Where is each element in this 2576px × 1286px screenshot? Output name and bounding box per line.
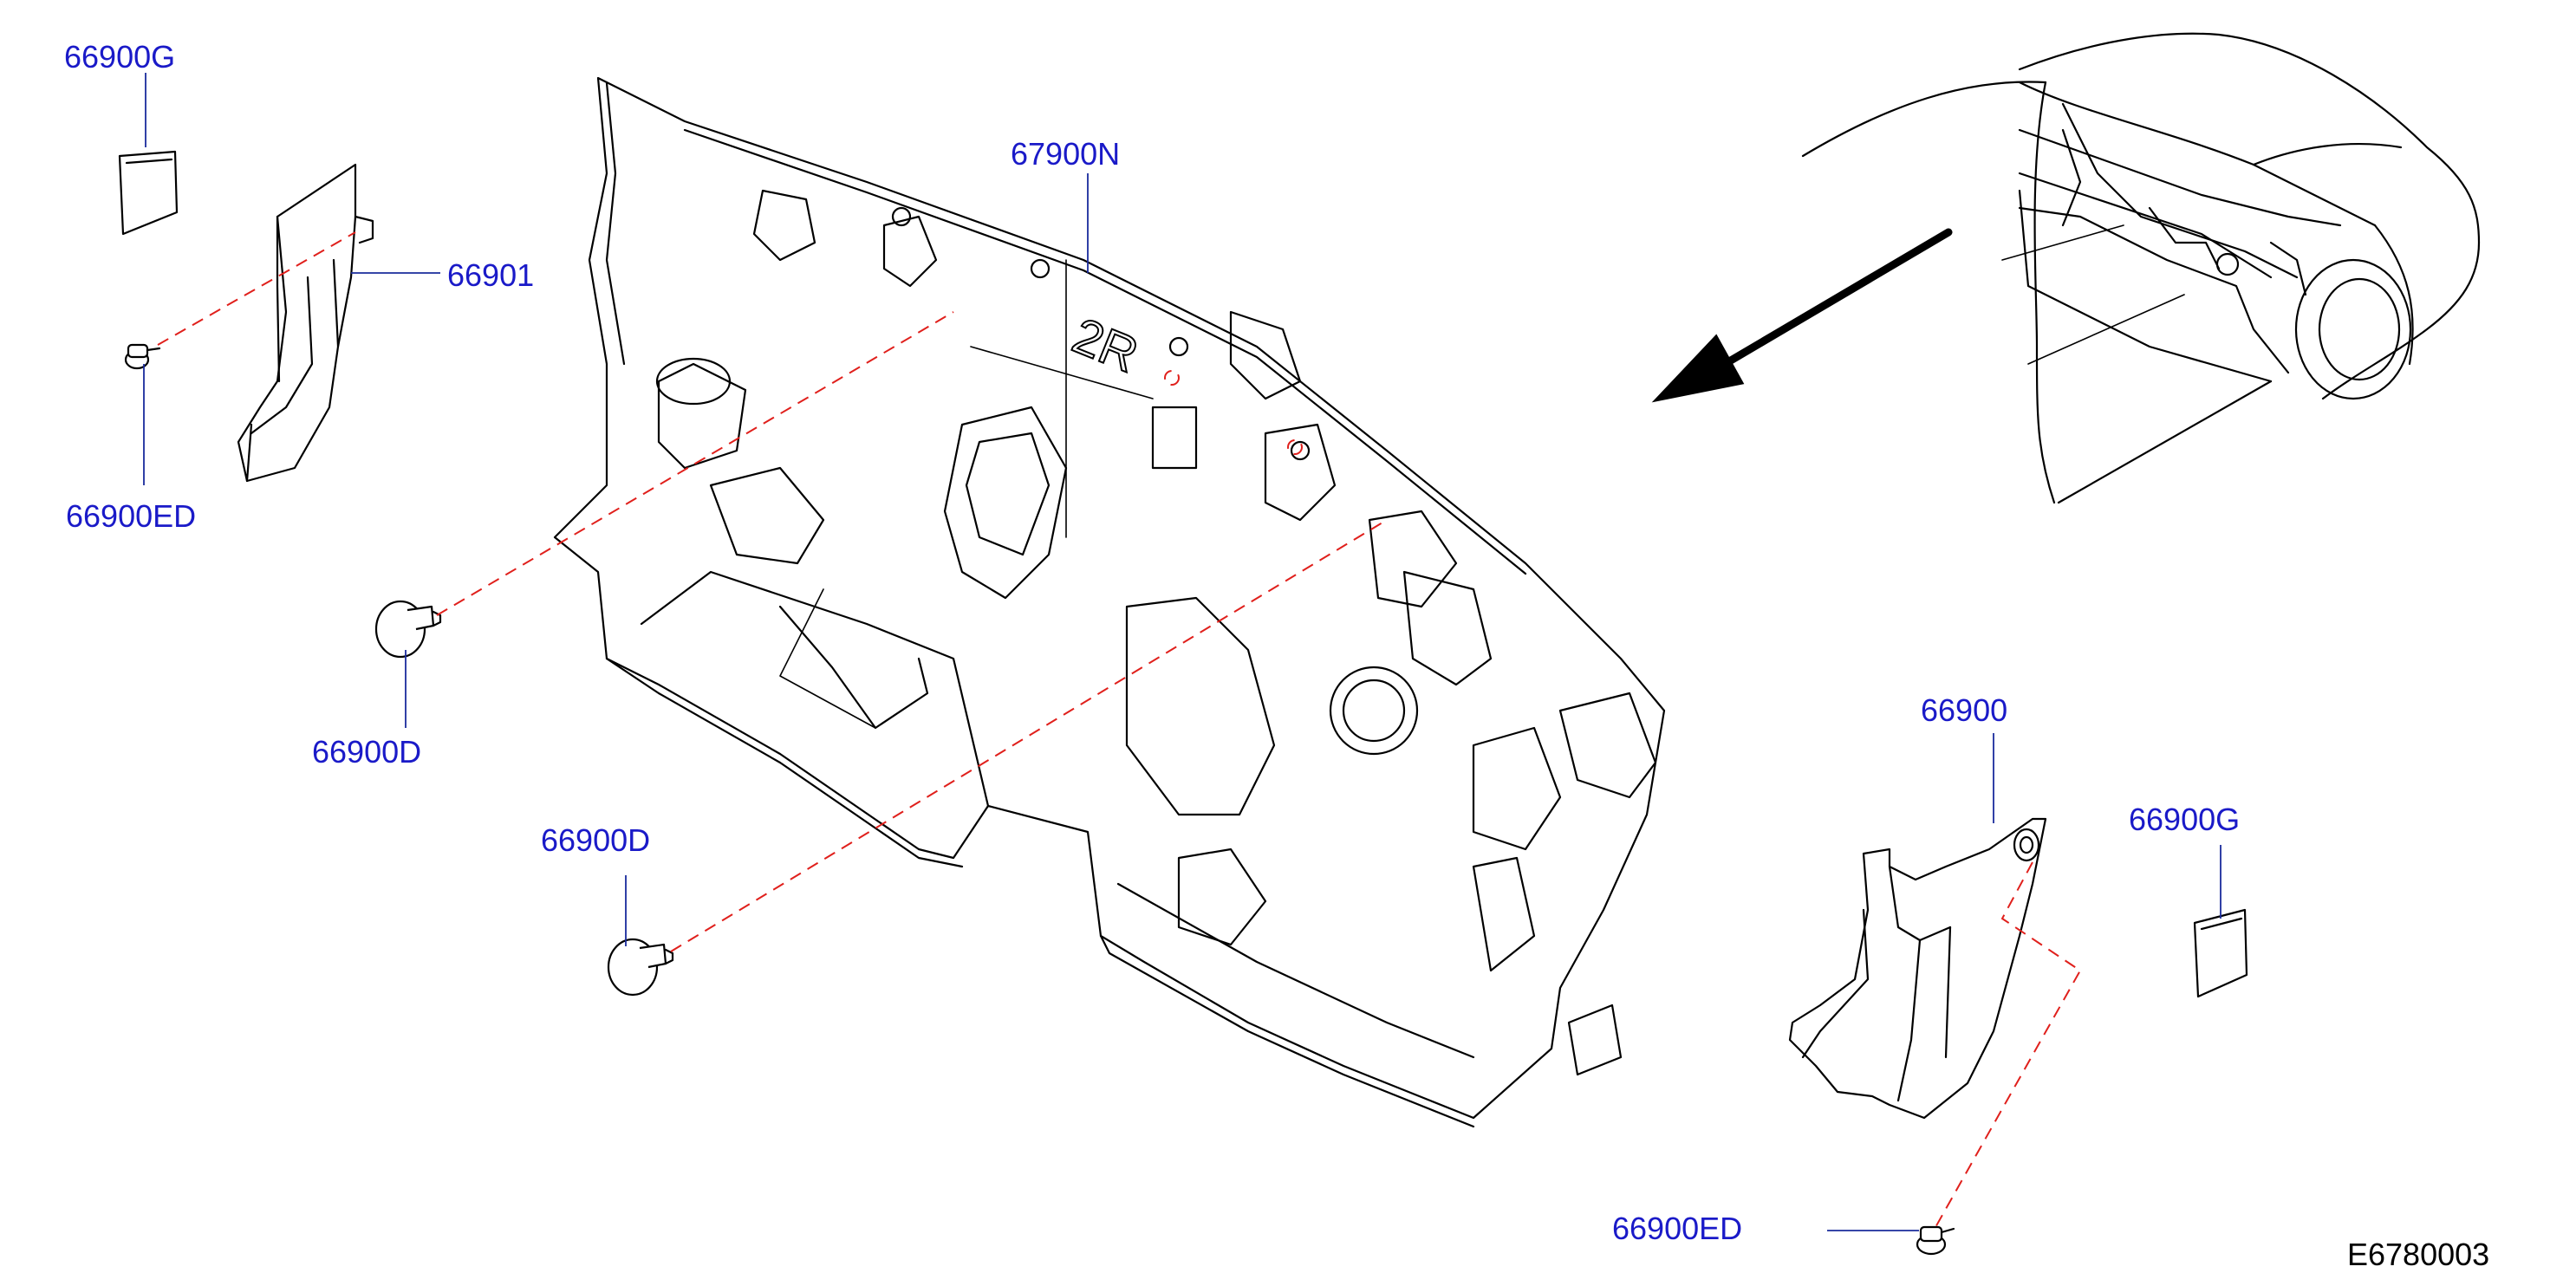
lower-grommet-part[interactable] xyxy=(607,938,674,997)
callout-66900ed-left[interactable]: 66900ED xyxy=(66,498,197,534)
right-insulator-part[interactable] xyxy=(1788,817,2047,1120)
callout-67900n[interactable]: 67900N xyxy=(1011,136,1121,172)
arrow-icon xyxy=(1651,228,1953,403)
dash-insulator-part[interactable] xyxy=(553,76,1666,1128)
right-pad-part[interactable] xyxy=(2193,908,2248,998)
callout-66900ed-right[interactable]: 66900ED xyxy=(1612,1211,1743,1246)
callout-66900[interactable]: 66900 xyxy=(1921,692,2008,728)
car-icon xyxy=(1801,32,2481,504)
left-insulator-part[interactable] xyxy=(237,163,374,483)
callout-66900d-lower[interactable]: 66900D xyxy=(541,822,651,858)
callout-66900g-right[interactable]: 66900G xyxy=(2129,802,2241,837)
callout-66901[interactable]: 66901 xyxy=(447,257,535,293)
left-clip-part[interactable] xyxy=(124,343,161,370)
upper-grommet-part[interactable] xyxy=(374,600,442,659)
right-clip-part[interactable] xyxy=(1916,1225,1955,1256)
left-pad-part[interactable] xyxy=(118,150,179,236)
drawing-code: E6780003 xyxy=(2347,1237,2490,1272)
callout-66900g-left[interactable]: 66900G xyxy=(64,39,176,75)
callout-66900d-upper[interactable]: 66900D xyxy=(312,734,422,770)
